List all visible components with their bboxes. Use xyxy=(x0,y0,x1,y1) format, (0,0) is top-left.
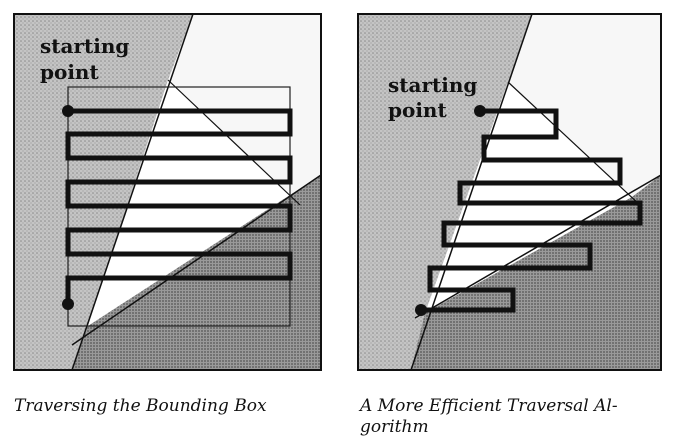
left-triangle xyxy=(88,80,290,326)
left-end-dot xyxy=(62,298,74,310)
right-traversal-path xyxy=(421,108,643,313)
right-frame xyxy=(357,13,662,371)
caption-right: A More Efficient Traversal Al- gorithm xyxy=(360,396,680,438)
left-lower-dark-region xyxy=(72,175,321,370)
right-end-dot xyxy=(415,304,427,316)
left-start-label-line1: starting xyxy=(40,34,129,58)
right-start-dot xyxy=(474,105,486,117)
left-start-dot xyxy=(62,105,74,117)
right-upper-white-region xyxy=(508,14,661,197)
left-upper-white-region xyxy=(168,14,321,195)
caption-left: Traversing the Bounding Box xyxy=(14,396,267,416)
left-traversal-path xyxy=(65,108,293,304)
left-edge-line-2 xyxy=(71,174,321,346)
panel-right: starting point xyxy=(357,13,662,371)
left-start-label-line2: point xyxy=(40,60,99,84)
right-triangle xyxy=(425,82,632,313)
caption-right-line2: gorithm xyxy=(360,417,429,437)
right-start-label-line1: starting xyxy=(388,73,477,97)
left-edge-line-1 xyxy=(71,14,194,370)
left-frame xyxy=(13,13,322,371)
panel-left: starting point xyxy=(13,13,322,371)
right-start-label-line2: point xyxy=(388,98,447,122)
caption-right-line1: A More Efficient Traversal Al- xyxy=(360,396,618,416)
